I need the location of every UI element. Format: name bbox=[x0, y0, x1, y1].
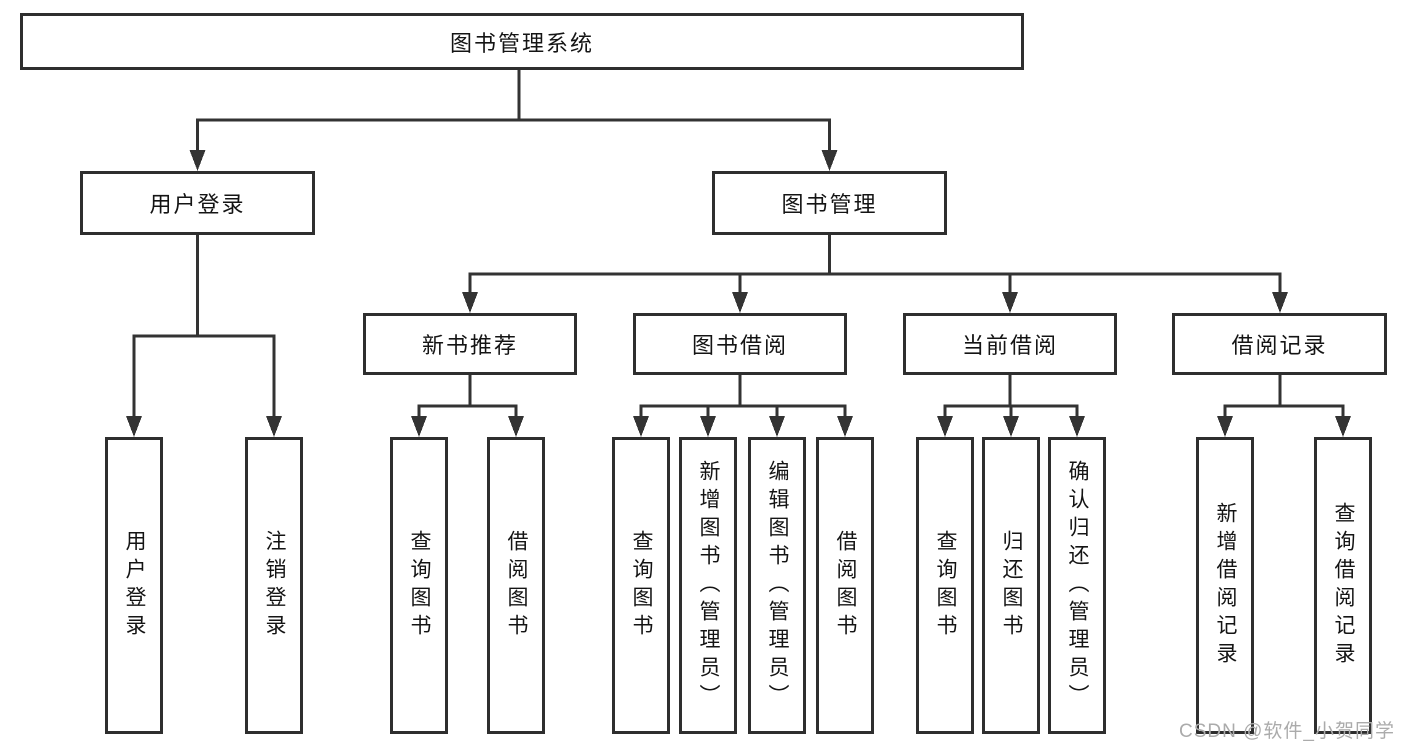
connector-user-login-to-leaves bbox=[126, 235, 282, 437]
connector-borrowing-records-to-leaves bbox=[1217, 375, 1351, 437]
leaf-borrow-books: 借阅图书 bbox=[816, 437, 874, 734]
leaf-query-borrow-record: 查询借阅记录 bbox=[1314, 437, 1372, 734]
leaf-borrow-books-recommend: 借阅图书 bbox=[487, 437, 545, 734]
node-current-borrowing: 当前借阅 bbox=[903, 313, 1117, 375]
arrowhead bbox=[1272, 292, 1288, 313]
arrowhead bbox=[1003, 416, 1019, 437]
arrowhead bbox=[769, 416, 785, 437]
csdn-watermark: CSDN @软件_小贺同学 bbox=[1179, 721, 1395, 742]
arrowhead bbox=[411, 416, 427, 437]
node-borrowing-records: 借阅记录 bbox=[1172, 313, 1387, 375]
leaf-query-books-current: 查询图书 bbox=[916, 437, 974, 734]
leaf-edit-books-admin: 编辑图书（管理员） bbox=[748, 437, 806, 734]
arrowhead bbox=[1069, 416, 1085, 437]
arrowhead bbox=[837, 416, 853, 437]
leaf-logout-login: 注销登录 bbox=[245, 437, 303, 734]
arrowhead bbox=[1217, 416, 1233, 437]
arrowhead bbox=[266, 416, 282, 437]
connector-new-book-recommend-to-leaves bbox=[411, 375, 524, 437]
leaf-query-books-borrowing: 查询图书 bbox=[612, 437, 670, 734]
arrowhead bbox=[700, 416, 716, 437]
arrowhead bbox=[732, 292, 748, 313]
arrowhead bbox=[462, 292, 478, 313]
node-user-login: 用户登录 bbox=[80, 171, 315, 235]
arrowhead bbox=[1335, 416, 1351, 437]
leaf-query-books-recommend: 查询图书 bbox=[390, 437, 448, 734]
arrowhead bbox=[508, 416, 524, 437]
arrowhead bbox=[189, 150, 206, 171]
connector-current-borrowing-to-leaves bbox=[937, 375, 1085, 437]
leaf-add-books-admin: 新增图书（管理员） bbox=[679, 437, 737, 734]
leaf-confirm-return-admin: 确认归还（管理员） bbox=[1048, 437, 1106, 734]
leaf-add-borrow-record: 新增借阅记录 bbox=[1196, 437, 1254, 734]
node-root-system: 图书管理系统 bbox=[20, 13, 1024, 70]
connector-book-management-to-level3 bbox=[462, 235, 1288, 313]
node-new-book-recommend: 新书推荐 bbox=[363, 313, 577, 375]
node-book-borrowing: 图书借阅 bbox=[633, 313, 847, 375]
arrowhead bbox=[633, 416, 649, 437]
arrowhead bbox=[126, 416, 142, 437]
leaf-user-login: 用户登录 bbox=[105, 437, 163, 734]
arrowhead bbox=[1002, 292, 1018, 313]
connector-book-borrowing-to-leaves bbox=[633, 375, 853, 437]
node-book-management: 图书管理 bbox=[712, 171, 947, 235]
arrowhead bbox=[937, 416, 953, 437]
leaf-return-books: 归还图书 bbox=[982, 437, 1040, 734]
connector-root-to-level2 bbox=[189, 70, 838, 171]
arrowhead bbox=[821, 150, 838, 171]
